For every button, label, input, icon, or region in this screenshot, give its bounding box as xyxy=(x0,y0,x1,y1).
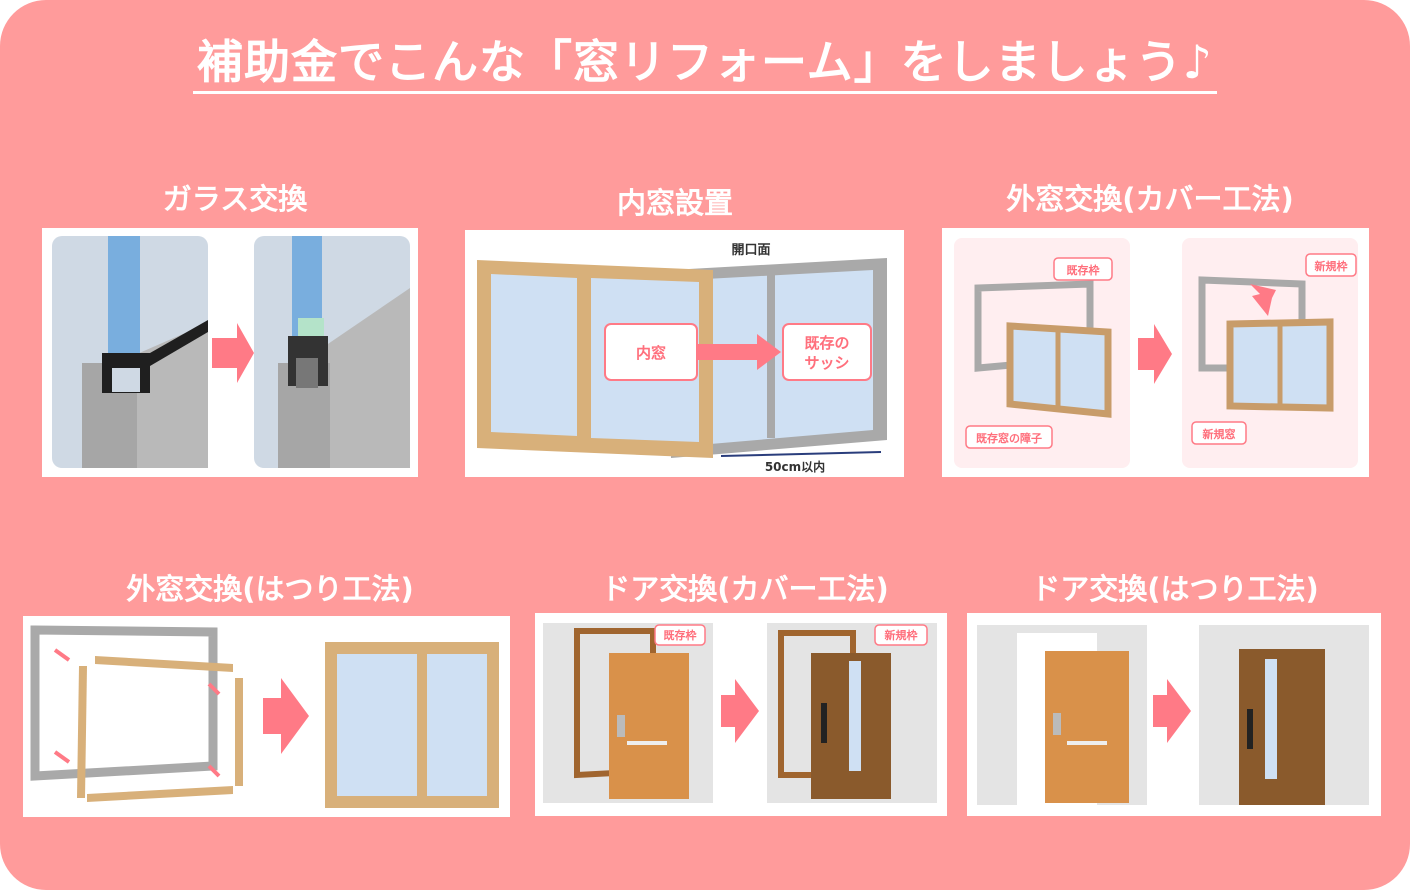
window-chipping-method-illustration xyxy=(23,616,510,817)
distance-label: 50cm以内 xyxy=(765,459,825,474)
existing-sash-label-1: 既存の xyxy=(804,334,849,352)
door-chipping-method-illustration xyxy=(967,613,1381,816)
card-label-door-cover: ドア交換(カバー工法) xyxy=(601,572,889,606)
inner-window-illustration: 内窓 既存の サッシ 開口面 50cm以内 xyxy=(465,230,904,477)
page-title-text: 補助金でこんな「窓リフォーム」をしましょう♪ xyxy=(193,35,1217,94)
card-label-glass-replacement: ガラス交換 xyxy=(162,182,308,216)
card-label-window-cover: 外窓交換(カバー工法) xyxy=(1006,182,1294,216)
door-existing-frame-label: 既存枠 xyxy=(664,628,697,642)
existing-sash-label-2: サッシ xyxy=(804,354,849,372)
new-window-label: 新規窓 xyxy=(1203,427,1236,441)
card-label-inner-window: 内窓設置 xyxy=(616,186,733,220)
card-label-window-chipping: 外窓交換(はつり工法) xyxy=(126,572,414,606)
existing-sash-label: 既存窓の障子 xyxy=(976,431,1042,445)
new-frame-label: 新規枠 xyxy=(1315,259,1348,273)
glass-replacement-illustration xyxy=(42,228,418,477)
inner-window-label: 内窓 xyxy=(636,344,666,362)
card-label-door-chipping: ドア交換(はつり工法) xyxy=(1031,572,1319,606)
door-cover-method-illustration: 既存枠 新規枠 xyxy=(535,613,947,816)
page-title: 補助金でこんな「窓リフォーム」をしましょう♪ xyxy=(0,26,1410,94)
opening-label: 開口面 xyxy=(731,243,770,258)
window-cover-method-illustration: 既存枠 既存窓の障子 新規枠 新規窓 xyxy=(942,228,1369,477)
door-new-frame-label: 新規枠 xyxy=(885,628,918,642)
existing-frame-label: 既存枠 xyxy=(1067,263,1100,277)
